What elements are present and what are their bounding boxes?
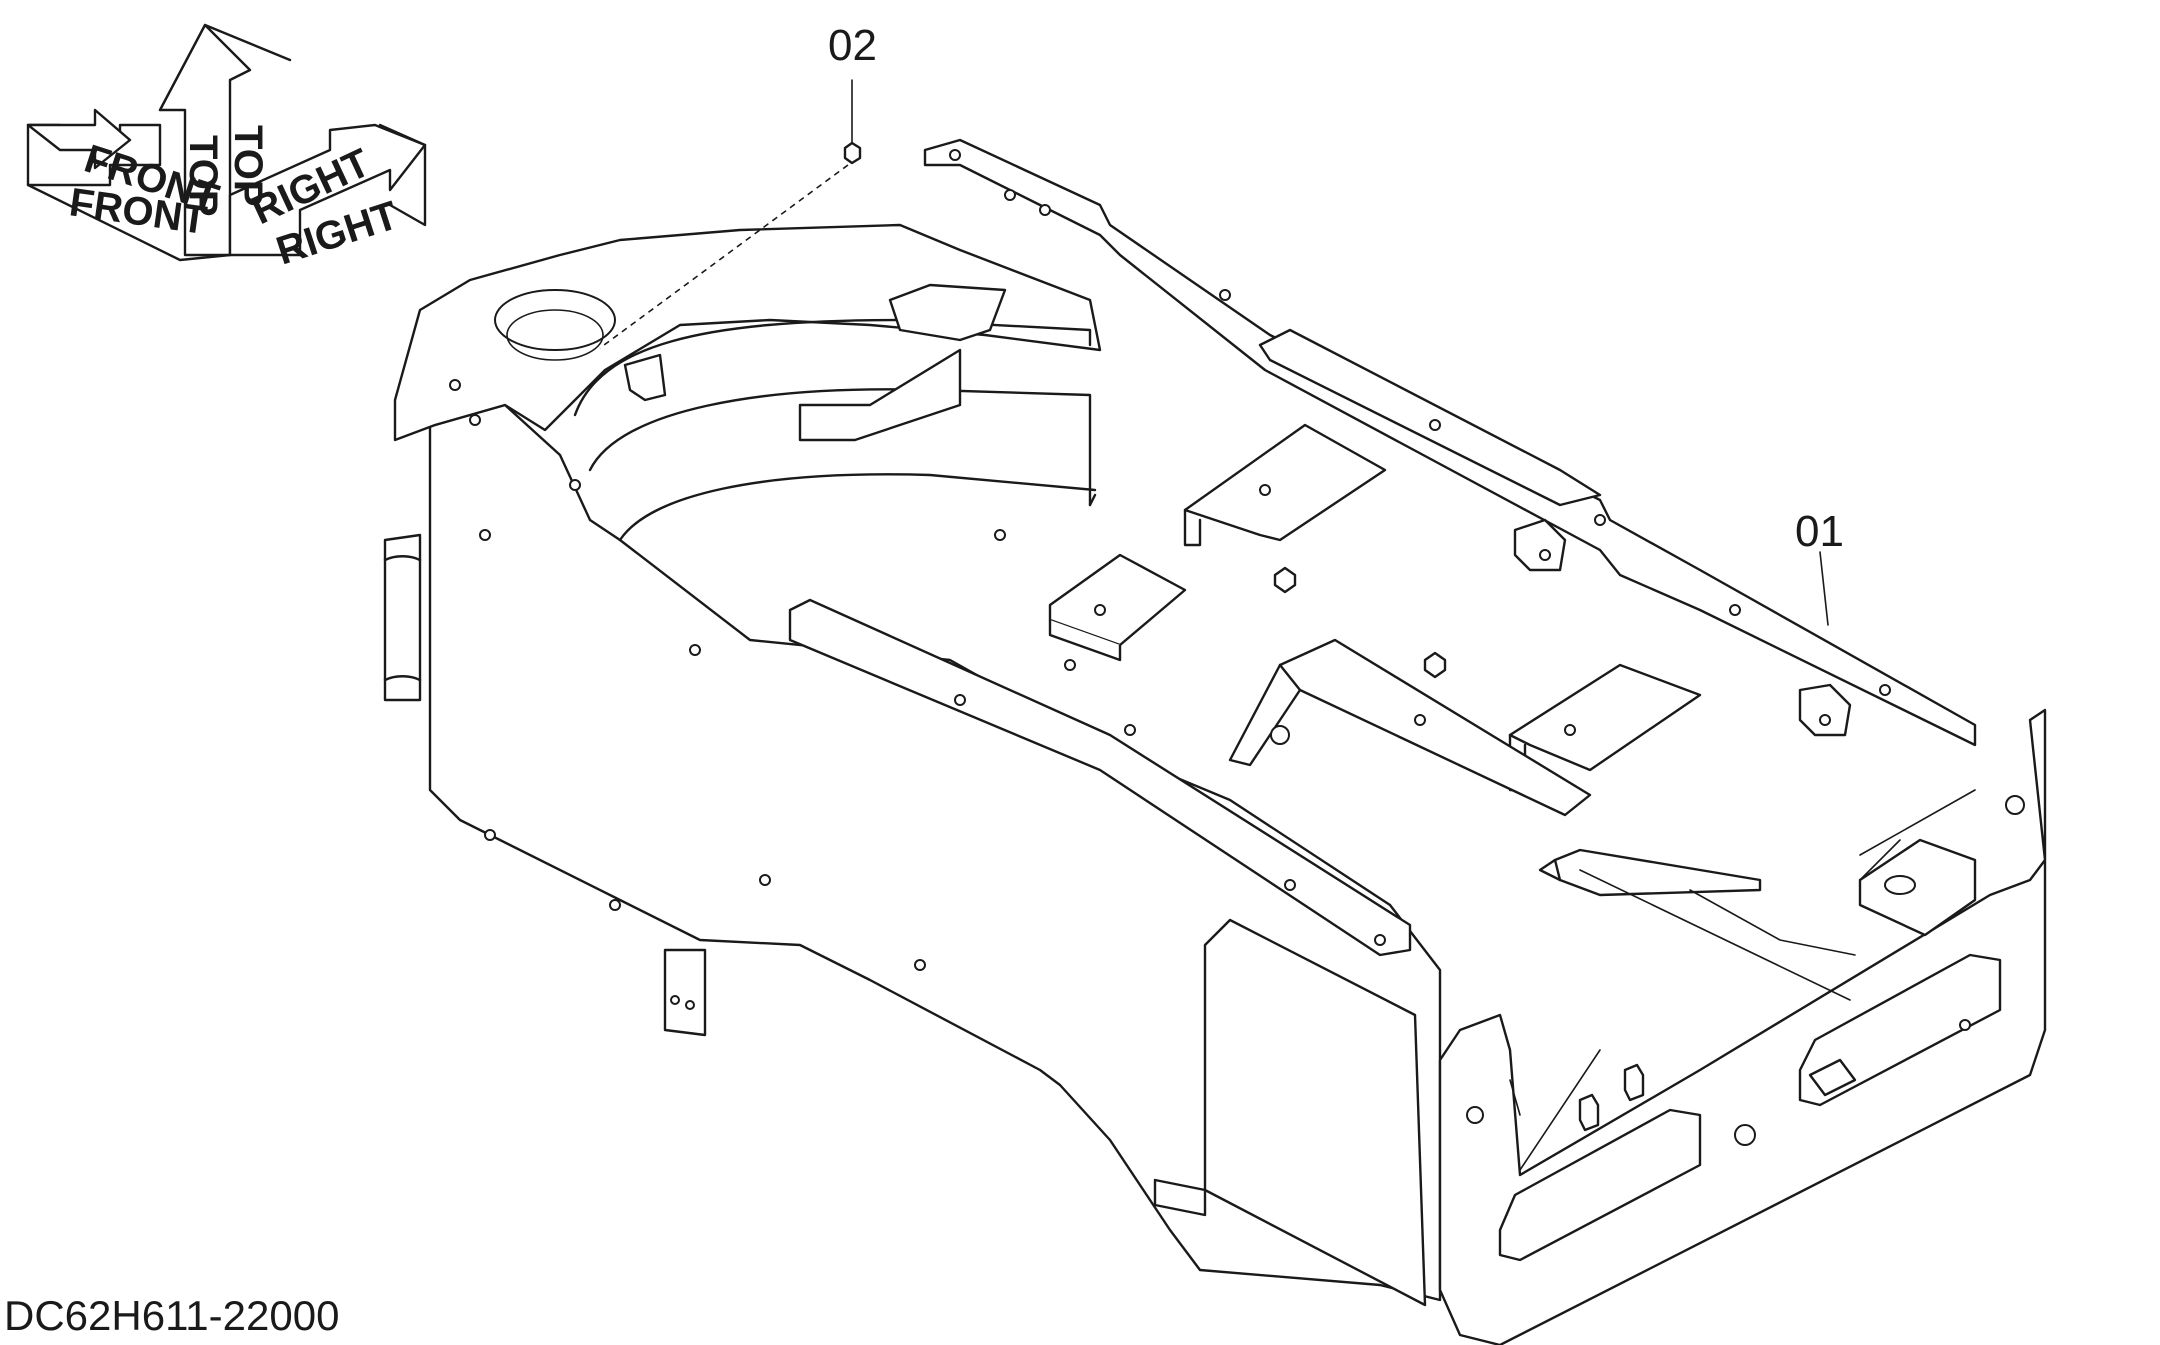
u-clip-4 [1808, 1058, 1857, 1097]
top-label-left: TOP [181, 135, 225, 217]
frame-circular-opening [494, 289, 616, 351]
callout-01: 01 [1795, 507, 1844, 556]
callout-02: 02 [828, 21, 877, 70]
frame-left-wall [428, 403, 1442, 1302]
u-clip-1 [1513, 518, 1567, 572]
mounting-plate-mid [1278, 638, 1592, 817]
front-slot-right [1798, 953, 2002, 1107]
u-clip-3 [623, 353, 667, 402]
orientation-indicator: FRONT FRONT TOP TOP RIGHT RIGHT [26, 23, 427, 274]
mounting-bracket-2 [1508, 663, 1702, 772]
frame-left-rail [788, 598, 1412, 957]
frame-holes [449, 149, 1971, 1031]
part-02-fitting [599, 79, 862, 349]
part-01-leader [1819, 551, 1829, 626]
mounting-block-1 [1048, 553, 1187, 647]
drawing-code: DC62H611-22000 [4, 1292, 340, 1339]
mounting-bracket-1 [1183, 423, 1387, 542]
cover-plate [1203, 918, 1427, 1307]
front-slot-left [1498, 1108, 1702, 1262]
frame-assembly [383, 138, 2047, 1345]
top-label-right: TOP [226, 125, 270, 207]
u-clip-2 [1798, 683, 1852, 737]
